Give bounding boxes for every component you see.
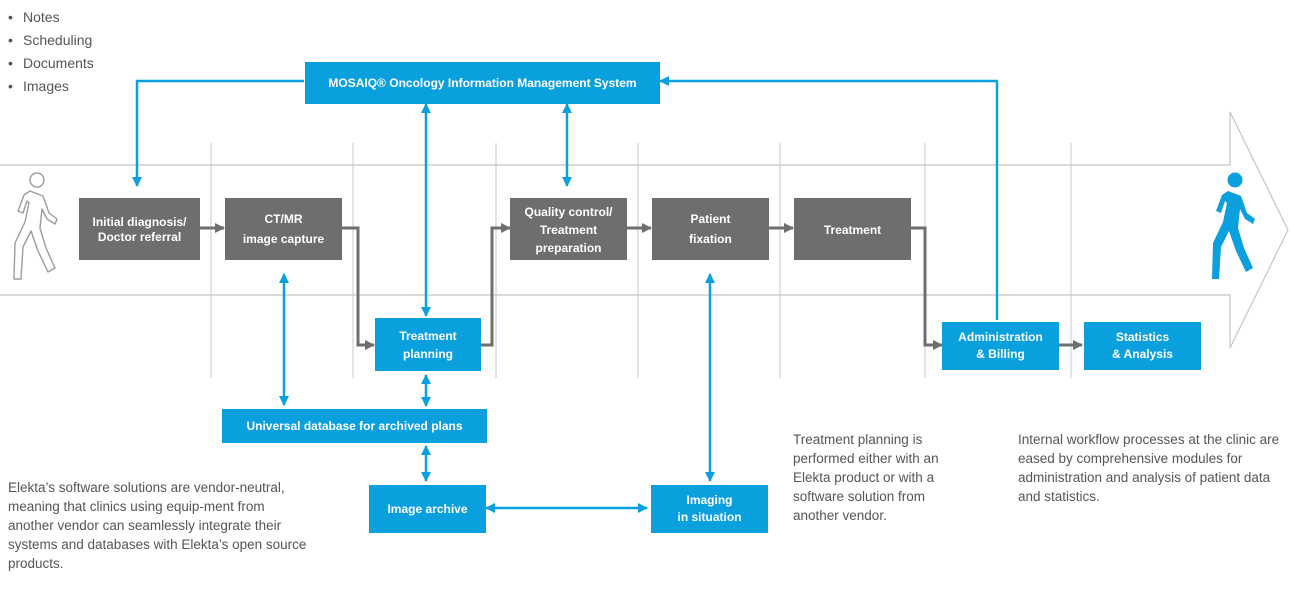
svg-text:& Billing: & Billing bbox=[976, 347, 1025, 361]
svg-text:Doctor referral: Doctor referral bbox=[98, 230, 181, 244]
svg-text:Imaging: Imaging bbox=[686, 493, 732, 507]
svg-text:image capture: image capture bbox=[243, 232, 325, 246]
initial-diagnosis-box: Initial diagnosis/ Doctor referral bbox=[79, 198, 200, 260]
workflow-note-text: Internal workflow processes at the clini… bbox=[1018, 432, 1280, 504]
svg-text:Treatment: Treatment bbox=[399, 329, 456, 343]
svg-text:planning: planning bbox=[403, 347, 453, 361]
imaging-in-situation-box: Imaging in situation bbox=[651, 485, 768, 533]
feature-list-item: Images bbox=[8, 75, 94, 98]
feature-list-item: Scheduling bbox=[8, 29, 94, 52]
svg-text:MOSAIQ® Oncology Information M: MOSAIQ® Oncology Information Management … bbox=[328, 76, 636, 90]
administration-billing-box: Administration & Billing bbox=[942, 322, 1059, 370]
patient-fixation-box: Patient fixation bbox=[652, 198, 769, 260]
svg-text:in situation: in situation bbox=[678, 510, 742, 524]
svg-text:fixation: fixation bbox=[689, 232, 732, 246]
svg-text:Quality control/: Quality control/ bbox=[524, 205, 613, 219]
treatment-planning-box: Treatment planning bbox=[375, 318, 481, 371]
svg-text:Treatment: Treatment bbox=[540, 223, 597, 237]
svg-text:Statistics: Statistics bbox=[1116, 330, 1170, 344]
planning-note-text: Treatment planning is performed either w… bbox=[793, 432, 939, 523]
svg-text:Initial diagnosis/: Initial diagnosis/ bbox=[92, 215, 187, 229]
universal-database-box: Universal database for archived plans bbox=[222, 409, 487, 443]
feature-list: Notes Scheduling Documents Images bbox=[8, 6, 94, 98]
process-connectors bbox=[200, 222, 1084, 351]
statistics-analysis-box: Statistics & Analysis bbox=[1084, 322, 1201, 370]
image-archive-box: Image archive bbox=[369, 485, 486, 533]
svg-text:preparation: preparation bbox=[535, 241, 601, 255]
mosaiq-box: MOSAIQ® Oncology Information Management … bbox=[305, 62, 660, 104]
feature-list-item: Notes bbox=[8, 6, 94, 29]
quality-control-box: Quality control/ Treatment preparation bbox=[510, 198, 627, 260]
svg-text:Patient: Patient bbox=[690, 212, 730, 226]
timeline-arrow bbox=[0, 111, 1289, 349]
svg-text:CT/MR: CT/MR bbox=[265, 212, 303, 226]
feature-list-item: Documents bbox=[8, 52, 94, 75]
walking-person-filled-icon bbox=[1212, 172, 1255, 279]
svg-text:& Analysis: & Analysis bbox=[1112, 347, 1173, 361]
data-connectors bbox=[132, 76, 999, 513]
walking-person-outline-icon bbox=[13, 172, 58, 280]
svg-text:Image archive: Image archive bbox=[387, 502, 467, 516]
vendor-neutral-text: Elekta’s software solutions are vendor-n… bbox=[8, 480, 307, 571]
treatment-box: Treatment bbox=[794, 198, 911, 260]
ct-mr-box: CT/MR image capture bbox=[225, 198, 342, 260]
svg-text:Administration: Administration bbox=[958, 330, 1043, 344]
svg-text:Treatment: Treatment bbox=[824, 223, 881, 237]
svg-text:Universal database for archive: Universal database for archived plans bbox=[246, 419, 462, 433]
